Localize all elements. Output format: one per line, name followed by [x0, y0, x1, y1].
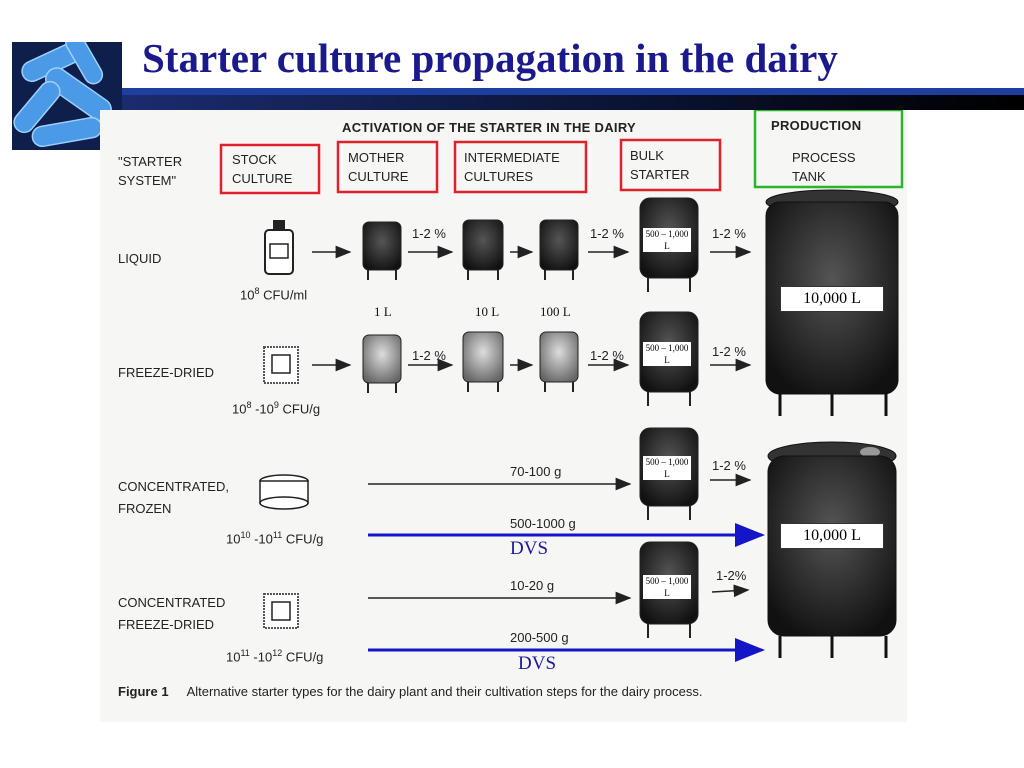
figure-graphics: [219, 110, 904, 662]
bulk-starter-box: [619, 138, 722, 192]
mother-culture-label: MOTHER CULTURE: [348, 150, 409, 184]
figure-heading: ACTIVATION OF THE STARTER IN THE DAIRY: [342, 120, 637, 135]
stock-culture-box: [219, 143, 321, 195]
bulk-volume-cfd: 500 – 1,000 L: [643, 575, 691, 599]
production-box: [753, 110, 904, 189]
process-tank-label: PROCESS TANK: [792, 150, 856, 184]
tank-volume-lower: 10,000 L: [780, 523, 884, 549]
fd-intermediate-vat-1: [462, 331, 504, 392]
liquid-intermediate-vat-2: [539, 219, 579, 280]
title-rule: [122, 88, 1024, 95]
dvs-label-frozen: DVS: [510, 538, 549, 559]
cfu-concentrated-frozen: 1010 -1011 CFU/g: [226, 530, 324, 547]
intermediate-cultures-label: INTERMEDIATE CULTURES: [464, 150, 560, 184]
fd-intermediate-vat-2: [539, 331, 579, 392]
title-rule-dark: [122, 95, 1024, 110]
dvs-label-fd: DVS: [518, 653, 557, 674]
frozen-can-icon: [259, 474, 309, 510]
amount-frozen-bulk: 70-100 g: [510, 464, 562, 479]
pct-fd-1: 1-2 %: [412, 348, 446, 363]
amount-cfd-bulk: 10-20 g: [510, 578, 555, 593]
pct-fd-2: 1-2 %: [590, 348, 624, 363]
pct-frozen-bulk: 1-2 %: [712, 458, 746, 473]
cfd-sachet-icon: [263, 593, 299, 629]
row-label-concentrated-fd-2: FREEZE-DRIED: [118, 617, 215, 632]
bacteria-logo: [12, 42, 122, 150]
pct-fd-3: 1-2 %: [712, 344, 746, 359]
volume-intermediate-1: 10 L: [475, 304, 500, 319]
bulk-starter-label: BULK STARTER: [630, 148, 690, 182]
page-title: Starter culture propagation in the dairy: [142, 35, 838, 81]
freeze-dried-sachet-icon: [263, 346, 299, 384]
fd-mother-vat: [362, 334, 402, 393]
starter-system-label: "STARTER SYSTEM": [118, 154, 183, 188]
pct-liquid-3: 1-2 %: [712, 226, 746, 241]
process-tank-lower: [767, 441, 897, 658]
production-heading: PRODUCTION: [771, 118, 862, 133]
cfu-liquid: 108 CFU/ml: [240, 286, 308, 303]
cfu-freeze-dried: 108 -109 CFU/g: [232, 400, 321, 417]
volume-intermediate-2: 100 L: [540, 304, 571, 319]
row-label-concentrated-frozen-1: CONCENTRATED,: [118, 479, 229, 494]
bulk-volume-frozen: 500 – 1,000 L: [643, 456, 691, 480]
volume-mother: 1 L: [374, 304, 392, 319]
row-label-freeze-dried: FREEZE-DRIED: [118, 365, 215, 380]
liquid-bottle-icon: [264, 220, 294, 275]
cfu-concentrated-fd: 1011 -1012 CFU/g: [226, 648, 324, 665]
mother-culture-box: [336, 140, 439, 194]
liquid-mother-vat: [362, 221, 402, 280]
liquid-intermediate-vat-1: [462, 219, 504, 280]
row-label-concentrated-frozen-2: FROZEN: [118, 501, 172, 516]
starter-figure: ACTIVATION OF THE STARTER IN THE DAIRY P…: [100, 110, 907, 722]
amount-cfd-direct: 200-500 g: [510, 630, 569, 645]
amount-frozen-direct: 500-1000 g: [510, 516, 576, 531]
intermediate-cultures-box: [453, 140, 588, 194]
row-label-concentrated-fd-1: CONCENTRATED: [118, 595, 226, 610]
bulk-volume-fd: 500 – 1,000 L: [643, 342, 691, 366]
row-label-liquid: LIQUID: [118, 251, 162, 266]
stock-culture-label: STOCK CULTURE: [232, 152, 293, 186]
bulk-volume-liquid: 500 – 1,000 L: [643, 228, 691, 252]
pct-liquid-2: 1-2 %: [590, 226, 624, 241]
pct-liquid-1: 1-2 %: [412, 226, 446, 241]
pct-cfd-bulk: 1-2%: [716, 568, 747, 583]
tank-volume-upper: 10,000 L: [780, 286, 884, 312]
